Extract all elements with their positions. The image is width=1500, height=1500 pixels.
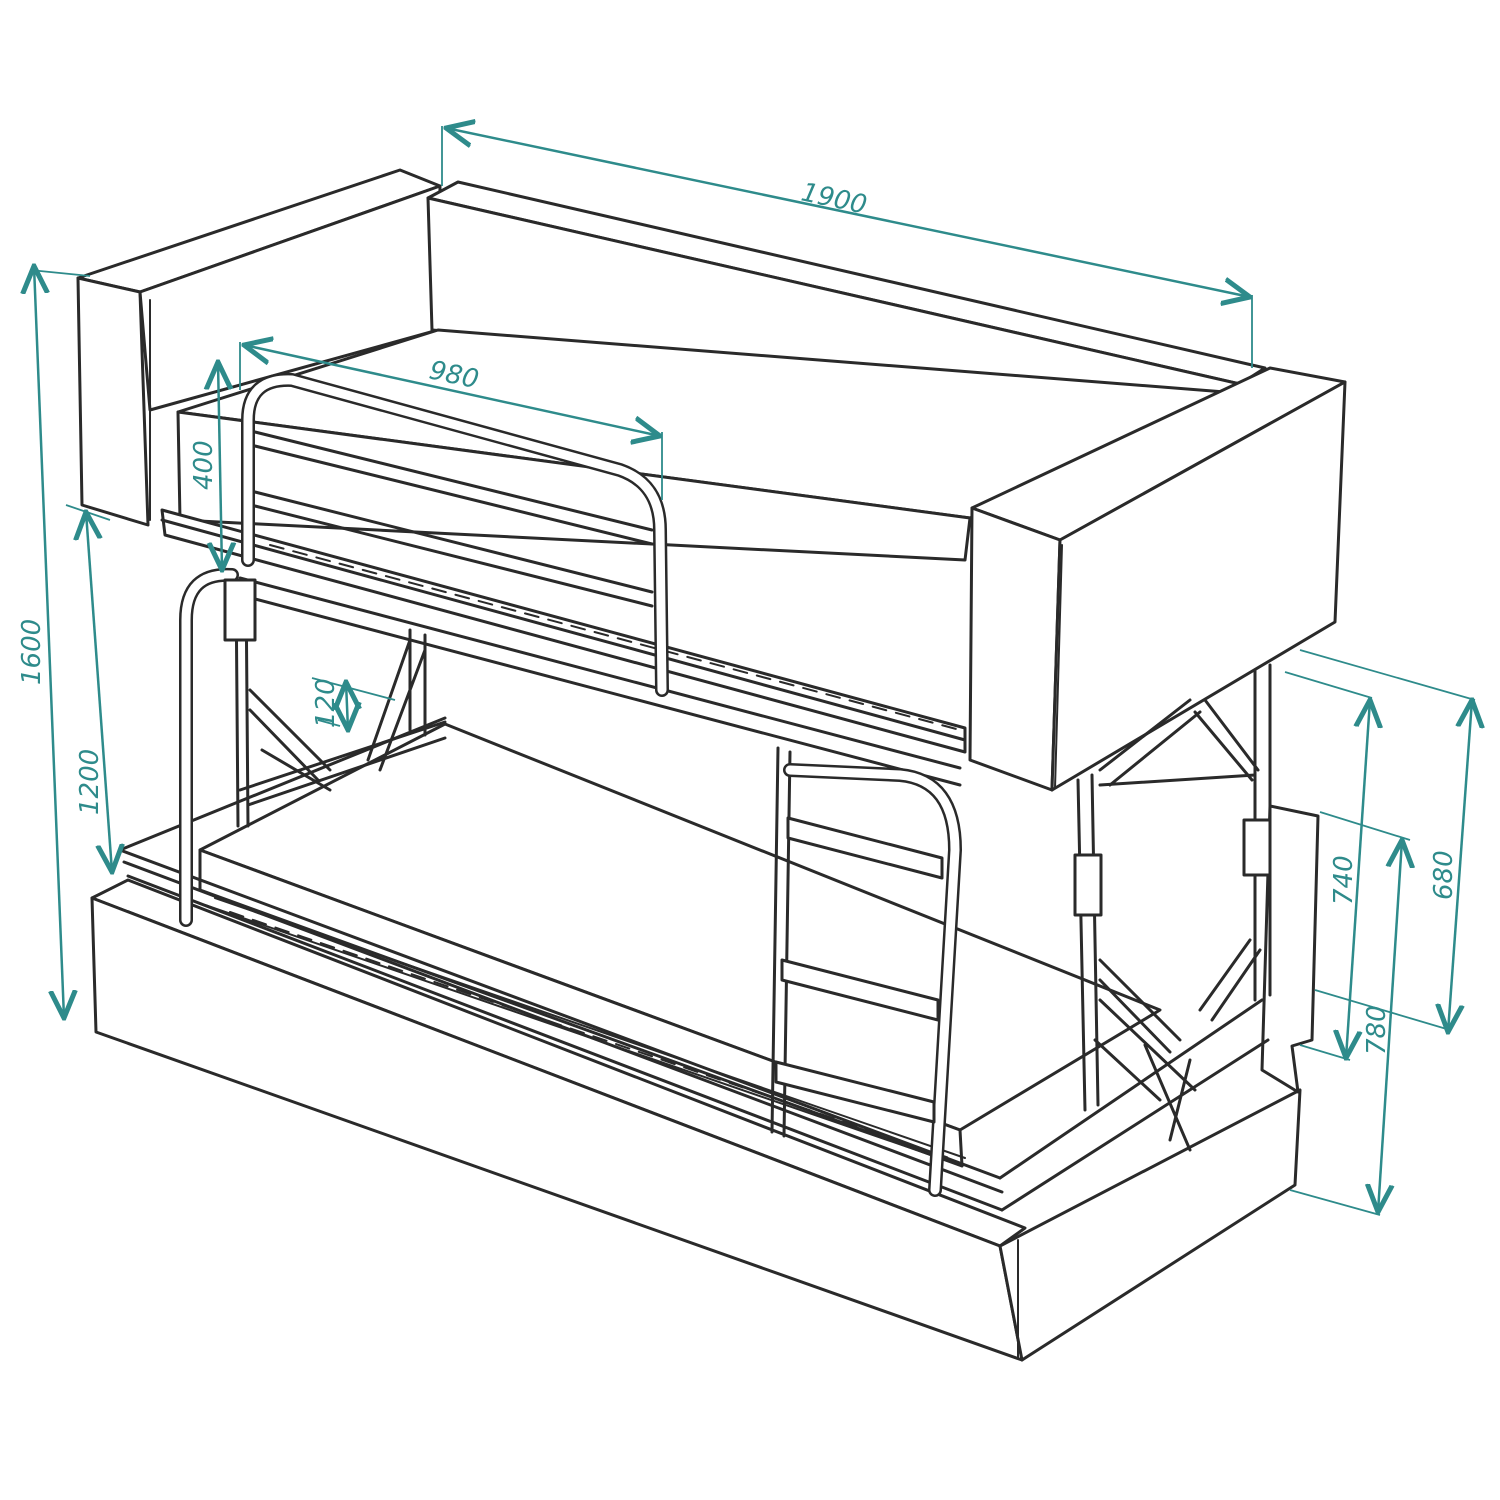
lower-slat-row — [204, 897, 966, 1166]
dim-label-780: 780 — [1362, 1005, 1392, 1055]
right-upper-brace — [1098, 698, 1260, 787]
right-lower-brace — [1098, 938, 1262, 1054]
upper-rail-line — [160, 518, 967, 742]
dim-label-120: 120 — [311, 678, 341, 728]
footboard-inner — [968, 506, 1062, 792]
guard-bar-2 — [253, 490, 654, 594]
dim-line-120 — [346, 682, 348, 730]
ladder-rung-3 — [774, 1060, 936, 1124]
right-hinge-front — [1073, 853, 1103, 917]
upper-headboard-left — [76, 168, 442, 527]
lower-base — [90, 804, 1320, 1362]
left-lower-rail — [238, 720, 447, 807]
footboard-edge — [1054, 544, 1063, 789]
upper-rail-bottom-b — [238, 593, 962, 787]
upper-frame — [160, 508, 967, 787]
right-hinge-back — [1242, 818, 1272, 877]
left-hinge — [223, 578, 257, 642]
upper-footboard-right — [968, 366, 1347, 792]
dim-label-1200: 1200 — [75, 749, 105, 815]
dimension-labels: 1900 980 400 1600 1200 120 740 680 780 — [17, 178, 1459, 1055]
right-post-front-b — [1090, 773, 1100, 1107]
dim-label-680: 680 — [1429, 850, 1459, 900]
upper-slat-dashes — [269, 544, 961, 731]
right-mid-rail — [1098, 773, 1257, 787]
footboard-outer — [1050, 380, 1347, 792]
base-end-panel — [998, 1088, 1302, 1362]
mattress-edge — [959, 1009, 1161, 1131]
dim-line-1200 — [86, 512, 112, 872]
dim-line-400 — [218, 362, 222, 570]
dim-label-740: 740 — [1329, 855, 1359, 905]
dim-line-740 — [1346, 700, 1370, 1058]
lower-rail-front-c — [126, 874, 1004, 1212]
upper-rail-bottom — [238, 576, 962, 770]
dim-line-1600 — [34, 266, 64, 1018]
guard-bar-1 — [253, 430, 654, 532]
lower-rail-front — [118, 848, 1002, 1180]
lower-frame-rails — [118, 716, 1270, 1212]
dim-label-1900: 1900 — [799, 178, 870, 221]
dim-line-780 — [1378, 840, 1402, 1212]
dim-line-980 — [244, 345, 660, 436]
dim-line-680 — [1448, 700, 1472, 1032]
lower-rail-right-b — [1000, 1038, 1270, 1212]
ladder-rung-2 — [780, 958, 940, 1022]
ladder-rung-1 — [786, 816, 944, 880]
guard-bar-2b — [253, 504, 654, 608]
dimension-lines — [30, 126, 1475, 1216]
lower-end-board — [1260, 804, 1320, 1094]
dim-label-400: 400 — [189, 440, 219, 490]
ladder — [770, 746, 962, 1197]
lower-rail-right — [998, 998, 1264, 1180]
ladder-rail-left — [770, 746, 780, 1134]
lower-slat-dashes — [229, 911, 956, 1161]
dim-label-1600: 1600 — [17, 619, 47, 685]
guard-bar-1b — [253, 444, 654, 546]
lower-cross-brace — [1093, 998, 1197, 1152]
supports — [179, 567, 1272, 1112]
headboard-left-front — [76, 276, 150, 527]
right-post-front — [1076, 778, 1087, 1112]
dim-line-1900 — [446, 128, 1250, 297]
